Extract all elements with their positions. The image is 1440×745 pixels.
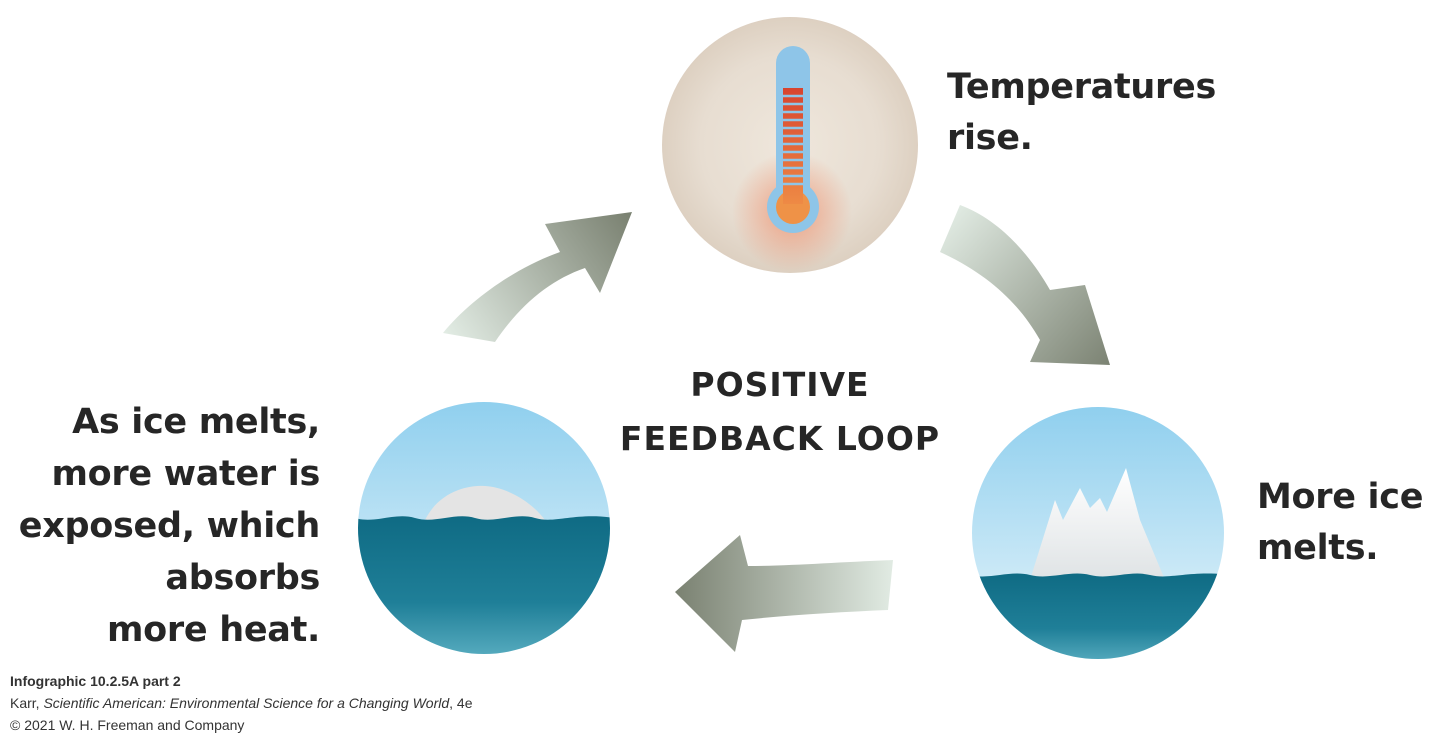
melting-ice-icon [358,402,610,654]
center-title-line: POSITIVE [690,365,870,404]
credit-author: Karr, [10,695,44,711]
center-title-line: FEEDBACK LOOP [619,419,941,458]
flow-arrow-to-ice-melts [940,205,1110,365]
credit-source: Karr, Scientific American: Environmental… [10,692,473,714]
step-label-line: absorbs [165,558,320,598]
credit-edition: , 4e [449,695,473,711]
credit-copyright: © 2021 W. H. Freeman and Company [10,717,245,733]
step-label-line: more water is [51,454,321,494]
step-label-line: rise. [947,118,1033,158]
step-label-ice-melts: More ice melts. [1257,472,1423,574]
credit-title: Infographic 10.2.5A part 2 [10,673,181,689]
figure-credit: Infographic 10.2.5A part 2 Karr, Scienti… [10,670,473,736]
iceberg-icon [972,407,1224,659]
step-label-water-exposed: As ice melts, more water is exposed, whi… [18,396,321,656]
thermometer-icon [662,17,918,273]
flow-arrow-to-water-exposed [675,535,893,652]
step-label-line: Temperatures [947,67,1216,107]
step-label-temperature: Temperatures rise. [947,62,1216,164]
step-label-line: As ice melts, [72,402,320,442]
step-label-line: More ice [1257,477,1424,517]
flow-arrow-to-temperature [443,212,632,342]
credit-book: Scientific American: Environmental Scien… [43,695,450,711]
center-title: POSITIVE FEEDBACK LOOP [580,358,980,466]
step-label-line: more heat. [107,610,320,650]
step-label-line: melts. [1257,528,1379,568]
step-label-line: exposed, which [18,506,321,546]
